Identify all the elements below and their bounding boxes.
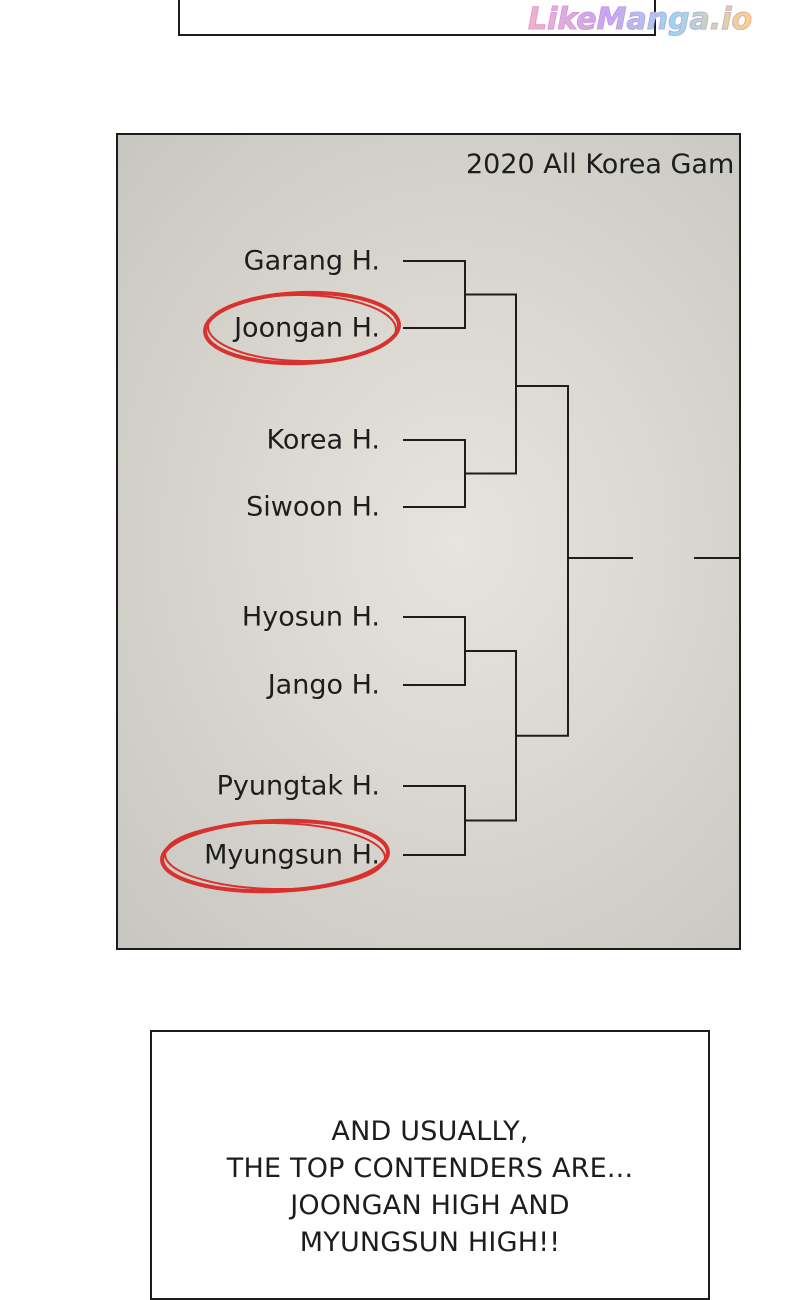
bracket-title: 2020 All Korea Gam [466,149,735,180]
tournament-bracket-panel: 2020 All Korea Gam Garang H. Joongan H. … [116,133,741,950]
team-name: Joongan H. [234,312,380,344]
caption-line: JOONGAN HIGH AND [290,1190,570,1221]
bracket-lines [160,260,739,894]
team-name: Korea H. [266,424,380,456]
team-name: Jango H. [267,669,380,701]
bracket-match-line [403,439,466,508]
bracket-match-line [403,785,466,856]
site-watermark: LikeManga.io [527,2,753,38]
caption-line: THE TOP CONTENDERS ARE... [226,1153,634,1184]
red-circle-mark [203,290,401,366]
circle-marks [160,290,401,894]
team-name: Hyosun H. [241,601,380,633]
team-name: Myungsun H. [204,839,380,871]
bracket-semi-line [465,650,517,822]
top-comic-panel [178,0,656,36]
team-name: Garang H. [243,245,380,277]
team-name: Siwoon H. [246,491,380,523]
caption-line: AND USUALLY, [331,1116,529,1147]
red-circle-mark [164,821,386,891]
bracket-connectors [403,260,739,856]
bracket-final-line [516,385,569,737]
red-circle-mark [207,293,397,363]
bracket-match-line [403,260,466,329]
caption-box: AND USUALLY, THE TOP CONTENDERS ARE... J… [150,1030,710,1300]
red-circle-mark [160,818,390,894]
bracket-semi-line [465,293,517,475]
bracket-match-line [403,616,466,686]
caption-line: MYUNGSUN HIGH!! [299,1227,561,1258]
team-name: Pyungtak H. [216,770,380,802]
